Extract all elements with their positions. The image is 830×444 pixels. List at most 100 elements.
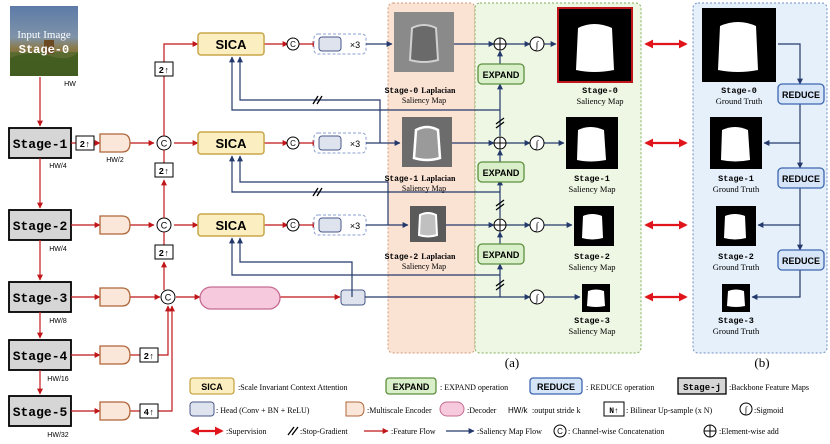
svg-text:2↑: 2↑: [159, 249, 170, 259]
backbone-stage-5-label: Stage-5: [13, 405, 68, 420]
ground-truth-stage2: [716, 206, 756, 246]
concat-after-sica1: C: [286, 136, 300, 150]
encoder-stage2: [99, 215, 131, 235]
laplacian-sub-stage2: Saliency Map: [402, 262, 446, 271]
svg-text:C: C: [557, 427, 563, 436]
svg-text:SICA: SICA: [215, 136, 247, 151]
svg-text:REDUCE: REDUCE: [782, 90, 820, 100]
svg-text:∫: ∫: [535, 293, 540, 304]
svg-text:C: C: [290, 139, 296, 148]
panel-label-b: (b): [754, 355, 769, 370]
cross-stage-upsample-flow: [161, 41, 319, 290]
svg-text:Stage-j: Stage-j: [683, 383, 721, 393]
panel-a-laplacian-region: [387, 2, 476, 354]
concat-stage2: C: [156, 217, 172, 233]
expand-stage2: EXPAND: [477, 243, 525, 265]
svg-text::Backbone Feature Maps: :Backbone Feature Maps: [729, 383, 809, 392]
svg-text::Feature Flow: :Feature Flow: [391, 427, 436, 436]
svg-text:: REDUCE operation: : REDUCE operation: [586, 383, 654, 392]
svg-text:: EXPAND operation: : EXPAND operation: [440, 383, 508, 392]
legend-upsample: N↑ : Bilinear Up-sample (x N): [603, 401, 713, 417]
svg-text:∫: ∫: [535, 221, 540, 232]
backbone-stage-4-label: Stage-4: [13, 349, 68, 364]
svg-text:×3: ×3: [350, 40, 360, 50]
svg-text:4↑: 4↑: [144, 408, 155, 418]
legend-sigmoid: ∫ :Sigmoid: [739, 402, 783, 416]
legend-add: :Element-wise add: [703, 424, 779, 438]
sigmoid-stage2: ∫: [529, 217, 545, 233]
saliency-flow-lines: [229, 41, 581, 300]
svg-text:∫: ∫: [535, 40, 540, 51]
svg-text:×3: ×3: [350, 139, 360, 149]
laplacian-sub-stage1: Saliency Map: [402, 184, 446, 193]
backbone-stage-2-label: Stage-2: [13, 219, 68, 234]
legend-stage: Stage-j :Backbone Feature Maps: [677, 377, 809, 395]
svg-text:SICA: SICA: [215, 37, 247, 52]
saliency-caption-stage2: Stage-2: [574, 252, 610, 262]
backbone-stage-1: Stage-1: [8, 127, 72, 159]
legend-feature-flow: :Feature Flow: [364, 427, 436, 436]
head-stage3: [340, 289, 366, 306]
sigmoid-stage3: ∫: [529, 289, 545, 305]
laplacian-sub-stage0: Saliency Map: [402, 96, 446, 105]
svg-text:×3: ×3: [350, 221, 360, 231]
laplacian-map-stage1: [402, 117, 452, 167]
svg-text:: Channel-wise Concatenation: : Channel-wise Concatenation: [568, 427, 664, 436]
legend-encoder: :Multiscale Encoder: [345, 401, 432, 417]
legend-head: : Head (Conv + BN + ReLU): [189, 401, 310, 417]
sigmoid-stage1: ∫: [529, 135, 545, 151]
backbone-stage-2-stride: HW/4: [49, 246, 67, 253]
svg-text:EXPAND: EXPAND: [483, 250, 520, 260]
legend: SICA :Scale Invariant Context Attention …: [189, 377, 809, 438]
gt-caption-stage1: Stage-1: [718, 174, 754, 184]
gt-caption-stage3: Stage-3: [718, 316, 754, 326]
backbone-stage-1-label: Stage-1: [13, 137, 68, 152]
gt-sub-stage3: Ground Truth: [713, 326, 760, 336]
ground-truth-stage1: [710, 117, 762, 169]
svg-text:REDUCE: REDUCE: [782, 174, 820, 184]
sica-block-stage0: SICA: [197, 32, 265, 56]
svg-text::Scale Invariant Context Atten: :Scale Invariant Context Attention: [238, 383, 348, 392]
input-image-stage: Stage-0: [19, 43, 69, 57]
svg-text:C: C: [161, 139, 168, 149]
svg-text:EXPAND: EXPAND: [483, 70, 520, 80]
encoder-stage5: [99, 401, 131, 421]
backbone-stage-3-stride: HW/8: [49, 318, 67, 325]
encoder-stage3: [99, 287, 131, 307]
gt-sub-stage0: Ground Truth: [716, 96, 763, 106]
backbone-stage-1-stride: HW/4: [49, 163, 67, 170]
expand-stage1: EXPAND: [477, 161, 525, 183]
svg-text::output stride k: :output stride k: [532, 406, 580, 415]
upsample-2x-stage1-input: 2↑: [75, 135, 95, 151]
upsample-2x-to-stage2: 2↑: [154, 244, 174, 260]
gt-caption-stage0: Stage-0: [721, 86, 757, 96]
legend-stride: HW/k :output stride k: [508, 406, 580, 415]
saliency-map-stage3: [582, 284, 610, 312]
saliency-caption-stage0: Stage-0: [582, 86, 618, 96]
laplacian-map-stage2: [410, 206, 446, 242]
backbone-stage-5: Stage-5: [8, 395, 72, 427]
concat-after-sica2: C: [286, 218, 300, 232]
saliency-caption-stage1: Stage-1: [574, 174, 610, 184]
feature-flow-stage4: [71, 305, 171, 358]
svg-text:2↑: 2↑: [159, 167, 170, 177]
reduce-stage1: REDUCE: [777, 83, 825, 105]
upsample-2x-stage4: 2↑: [139, 347, 159, 363]
stop-gradient-marks: [312, 95, 505, 291]
saliency-map-stage0: [557, 7, 633, 83]
head-x3-stage1: ×3: [313, 132, 367, 154]
sica-block-stage2: SICA: [197, 213, 265, 237]
svg-text::Element-wise add: :Element-wise add: [719, 427, 779, 436]
legend-concat: C : Channel-wise Concatenation: [553, 424, 664, 438]
legend-expand: EXPAND : EXPAND operation: [385, 377, 508, 395]
saliency-caption-stage3: Stage-3: [574, 316, 610, 326]
saliency-map-stage2: [574, 206, 614, 246]
svg-text::Multiscale Encoder: :Multiscale Encoder: [367, 406, 432, 415]
backbone-stage-4: Stage-4: [8, 339, 72, 371]
svg-text:REDUCE: REDUCE: [537, 382, 575, 392]
encoder-stage1: [99, 133, 131, 153]
backbone-stage-3-label: Stage-3: [13, 291, 68, 306]
